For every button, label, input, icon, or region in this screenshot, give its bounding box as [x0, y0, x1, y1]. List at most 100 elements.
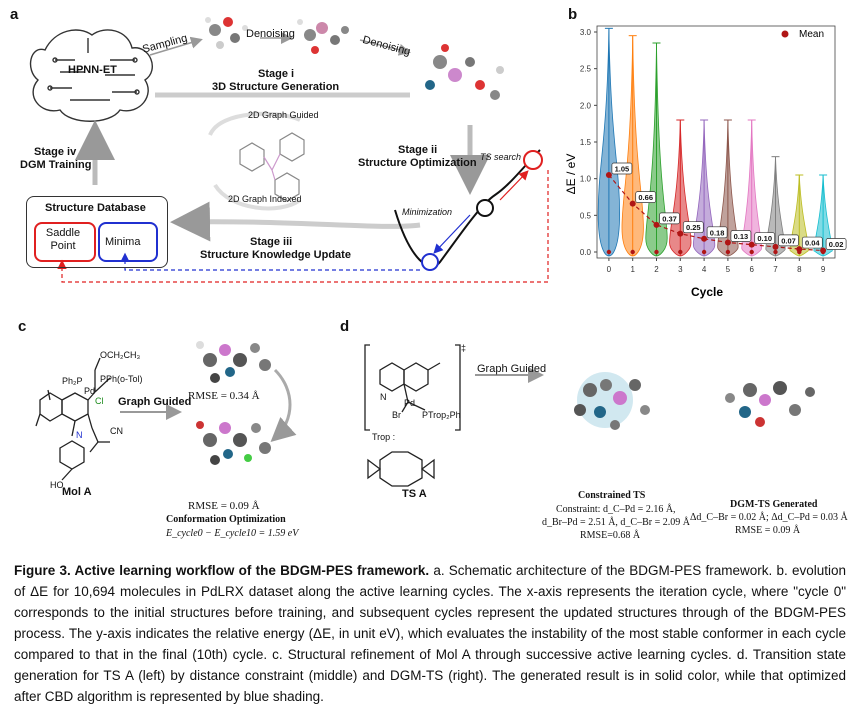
- y-axis-label: ΔE / eV: [564, 154, 578, 195]
- conf-opt-label: Conformation Optimization: [166, 514, 286, 525]
- ptrop-label: PTrop₂Ph: [422, 410, 461, 420]
- figure-caption: Figure 3. Active learning workflow of th…: [14, 560, 846, 707]
- legend-label: Mean: [799, 29, 824, 40]
- panel-d-diagram: [364, 344, 815, 487]
- min-point-0: [606, 249, 612, 255]
- ethoxy-label: OCH₂CH₃: [100, 350, 141, 360]
- panel-label-d: d: [340, 318, 350, 335]
- mean-label-box: [825, 238, 847, 250]
- stage-ii-title: Stage ii: [398, 144, 438, 156]
- panel-label-b: b: [568, 6, 578, 23]
- constrained-ts-structure: [574, 372, 650, 430]
- y-tick-label: 0.5: [580, 211, 592, 220]
- dgm-rmse: RMSE = 0.09 Å: [735, 525, 801, 536]
- dgm-line1: Δd_C–Br = 0.02 Å; Δd_C–Pd = 0.03 Å: [690, 512, 848, 523]
- minima-point: [421, 253, 439, 271]
- mean-data-label: 0.04: [805, 239, 820, 248]
- mean-point-1: [629, 200, 636, 207]
- y-tick-label: 0.0: [580, 248, 592, 257]
- saddle-point-marker: [523, 150, 543, 170]
- panel-label-c: c: [18, 318, 27, 335]
- graph-guided-d-label: Graph Guided: [477, 363, 547, 375]
- legend-marker: [781, 30, 789, 38]
- pd-label: Pd: [84, 386, 96, 396]
- mean-label-box: [635, 191, 657, 203]
- x-tick-label: 1: [630, 265, 635, 274]
- dgm-ts-title: DGM-TS Generated: [730, 499, 818, 510]
- mean-label-box: [730, 230, 752, 242]
- graph-guided-label: 2D Graph Guided: [248, 110, 319, 120]
- y-tick-label: 1.0: [580, 175, 592, 184]
- mean-data-label: 0.18: [710, 228, 725, 237]
- mean-point-6: [748, 241, 755, 248]
- brain-icon: [29, 29, 153, 122]
- n-d-label: N: [380, 392, 387, 402]
- energy-label: E_cycle0 − E_cycle10 = 1.59 eV: [166, 528, 299, 539]
- hpnn-label: HPNN-ET: [68, 64, 117, 76]
- denoising-label-1: Denoising: [246, 28, 295, 40]
- trop-label: Trop :: [372, 432, 396, 442]
- caption-heading: Figure 3. Active learning workflow of th…: [14, 563, 430, 578]
- mean-data-label: 0.37: [662, 214, 677, 223]
- min-point-2: [654, 249, 659, 255]
- mean-label-box: [706, 226, 728, 239]
- min-point-1: [630, 249, 635, 255]
- mean-data-label: 0.07: [781, 236, 796, 245]
- graph-indexed-label: 2D Graph Indexed: [228, 194, 302, 204]
- constrained-ts-title: Constrained TS: [578, 490, 646, 501]
- mean-data-label: 0.25: [686, 223, 701, 232]
- mean-label-box: [611, 162, 633, 175]
- constraint-rmse: RMSE=0.68 Å: [580, 530, 641, 541]
- mean-label-box: [778, 234, 799, 247]
- x-tick-label: 0: [607, 265, 612, 274]
- x-tick-label: 8: [797, 265, 802, 274]
- mean-label-box: [682, 221, 704, 234]
- mean-point-3: [677, 230, 684, 237]
- min-point-6: [749, 249, 754, 255]
- pes-curve: [394, 149, 541, 268]
- stage-iii-desc: Structure Knowledge Update: [200, 249, 351, 261]
- min-point-5: [725, 249, 731, 255]
- mean-point-7: [772, 243, 779, 250]
- mol-a-label: Mol A: [62, 486, 92, 498]
- caption-body: a. Schematic architecture of the BDGM-PE…: [14, 563, 846, 704]
- x-tick-label: 5: [726, 265, 731, 274]
- constraint-line2: d_Br–Pd = 2.51 Å, d_C–Br = 2.09 Å: [542, 517, 690, 528]
- constraint-line1: Constraint: d_C–Pd = 2.16 Å,: [556, 504, 676, 515]
- y-tick-label: 3.0: [580, 28, 592, 37]
- y-tick-label: 2.5: [580, 65, 592, 74]
- y-tick-label: 1.5: [580, 138, 592, 147]
- ph2p-label: Ph₂P: [62, 376, 83, 386]
- x-tick-label: 2: [654, 265, 659, 274]
- x-tick-label: 9: [821, 265, 826, 274]
- n-label: N: [76, 430, 83, 440]
- stage-i-desc: 3D Structure Generation: [212, 81, 340, 93]
- min-point-4: [701, 249, 707, 255]
- panel-a-diagram: [29, 17, 549, 283]
- mean-label-box: [801, 236, 823, 249]
- cn-label: CN: [110, 426, 123, 436]
- x-tick-label: 3: [678, 265, 683, 274]
- x-axis-label: Cycle: [691, 285, 723, 299]
- saddle-point-box: [34, 222, 96, 262]
- mean-point-5: [724, 239, 731, 246]
- molecule-generated: [425, 44, 504, 100]
- pd-d-label: Pd: [404, 398, 416, 408]
- molecule-2d-graph: [239, 132, 305, 202]
- panel-c-molecule: [35, 341, 297, 481]
- molecule-3d-cycle0: [196, 341, 271, 383]
- cl-label: Cl: [95, 396, 104, 406]
- ts-search-label: TS search: [480, 152, 522, 162]
- dgm-ts-structure: [725, 381, 815, 427]
- mean-data-label: 0.66: [638, 193, 653, 202]
- saddle-point-label: Saddle Point: [45, 227, 81, 252]
- mean-label-box: [754, 232, 776, 245]
- mean-point-2: [653, 221, 660, 228]
- mean-data-label: 1.05: [615, 165, 630, 174]
- mean-point-4: [701, 235, 708, 242]
- ppho-label: PPh(o-Tol): [100, 374, 143, 384]
- br-label: Br: [392, 410, 401, 420]
- dagger-label: ‡: [461, 343, 467, 353]
- min-point-7: [773, 249, 778, 255]
